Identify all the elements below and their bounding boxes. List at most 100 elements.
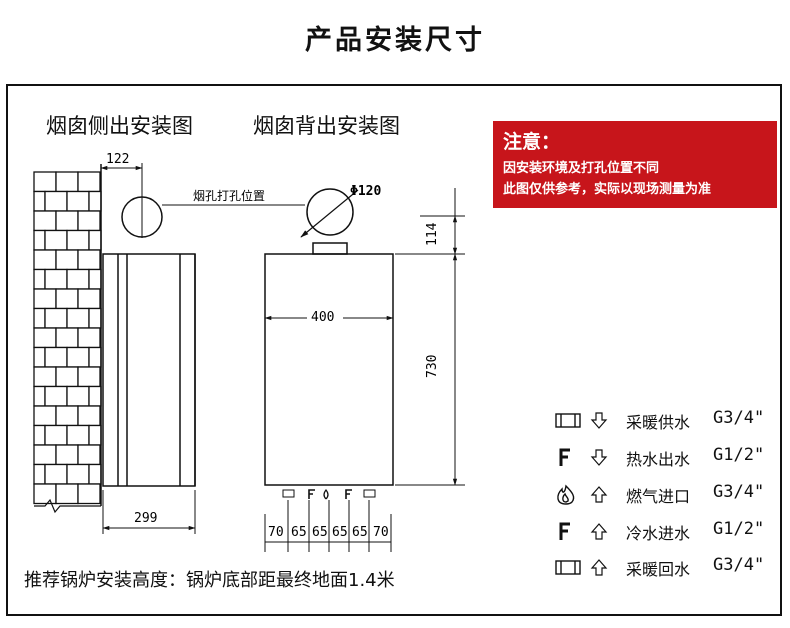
legend-label: 冷水进水 [626,524,691,543]
legend-spec: G1/2" [713,445,765,465]
boiler-side-view [102,253,196,487]
brick [55,210,79,232]
legend-label: 采暖供水 [626,413,691,432]
brick [55,405,79,427]
brick [77,444,101,466]
brick [88,346,102,368]
brick [77,171,101,193]
diagram-frame [6,84,782,616]
legend-spec: G1/2" [713,519,765,539]
brick [66,424,90,446]
wall-break-line [34,498,101,514]
up-arrow-icon [590,523,608,540]
brick [66,268,90,290]
brick [88,190,102,212]
brick [66,190,90,212]
dim-pipe-spacing: 65 [352,525,368,540]
brick [33,210,57,232]
legend-label: 燃气进口 [626,487,691,506]
back-flue-heading: 烟囱背出安装图 [253,114,400,138]
brick [44,424,68,446]
brick [66,307,90,329]
brick [77,405,101,427]
side-flue-heading: 烟囱侧出安装图 [46,114,193,138]
legend-spec: G3/4" [713,408,765,428]
brick [33,268,46,290]
brick [55,327,79,349]
brick [55,288,79,310]
brick [44,190,68,212]
brick [33,327,57,349]
brick [33,171,57,193]
pipe-icon [555,413,581,428]
brick [44,307,68,329]
legend-item: 冷水进水 G1/2" [548,519,780,544]
dim-wall-offset: 122 [106,152,129,167]
brick [66,229,90,251]
pipe-connections [282,489,376,500]
brick [44,268,68,290]
brick [88,307,102,329]
down-arrow-icon [590,449,608,466]
legend-label: 热水出水 [626,450,691,469]
brick [33,288,57,310]
brick [77,288,101,310]
legend-spec: G3/4" [713,555,765,575]
legend-item: 热水出水 G1/2" [548,445,780,470]
brick [77,210,101,232]
dim-pipe-spacing: 65 [332,525,348,540]
flue-hole-back [306,188,354,236]
brick [33,424,46,446]
up-arrow-icon [590,559,608,576]
brick [33,249,57,271]
brick [33,385,46,407]
brick [33,346,46,368]
brick [33,229,46,251]
note-line: 因安装环境及打孔位置不同 [503,161,660,176]
note-box: 注意： 因安装环境及打孔位置不同 此图仅供参考，实际以现场测量为准 [493,121,777,208]
note-title: 注意： [503,131,561,153]
dim-pipe-spacing: 70 [373,525,389,540]
brick [44,229,68,251]
brick [88,268,102,290]
legend-label: 采暖回水 [626,560,691,579]
brick [77,366,101,388]
note-line: 此图仅供参考，实际以现场测量为准 [503,182,712,197]
brick [55,483,79,505]
brick [77,249,101,271]
dim-flue-height: 114 [425,222,440,246]
brick [33,405,57,427]
legend-item: 采暖供水 G3/4" [548,408,780,433]
brick [33,463,46,485]
brick-wall [33,171,102,505]
brick [33,307,46,329]
down-arrow-icon [590,412,608,429]
legend-item: 采暖回水 G3/4" [548,555,780,580]
dim-width: 400 [311,310,334,325]
dim-pipe-spacing: 65 [312,525,328,540]
brick [77,327,101,349]
brick [88,385,102,407]
brick [66,463,90,485]
legend-spec: G3/4" [713,482,765,502]
brick [55,249,79,271]
brick [66,346,90,368]
brick [55,366,79,388]
boiler-front-view [264,242,394,486]
page-title: 产品安装尺寸 [305,25,485,56]
dim-depth: 299 [134,511,157,526]
dim-pipe-spacing: 70 [268,525,284,540]
brick [33,190,46,212]
flue-diameter: Φ120 [350,184,381,199]
dim-height: 730 [425,355,440,378]
install-height-note: 推荐锅炉安装高度：锅炉底部距最终地面1.4米 [24,570,395,591]
up-arrow-icon [590,486,608,503]
brick [33,444,57,466]
brick [33,366,57,388]
brick [88,463,102,485]
tap-icon [559,522,570,540]
brick [44,346,68,368]
dim-pipe-spacing: 65 [291,525,307,540]
flue-hole-label: 烟孔打孔位置 [193,188,265,203]
